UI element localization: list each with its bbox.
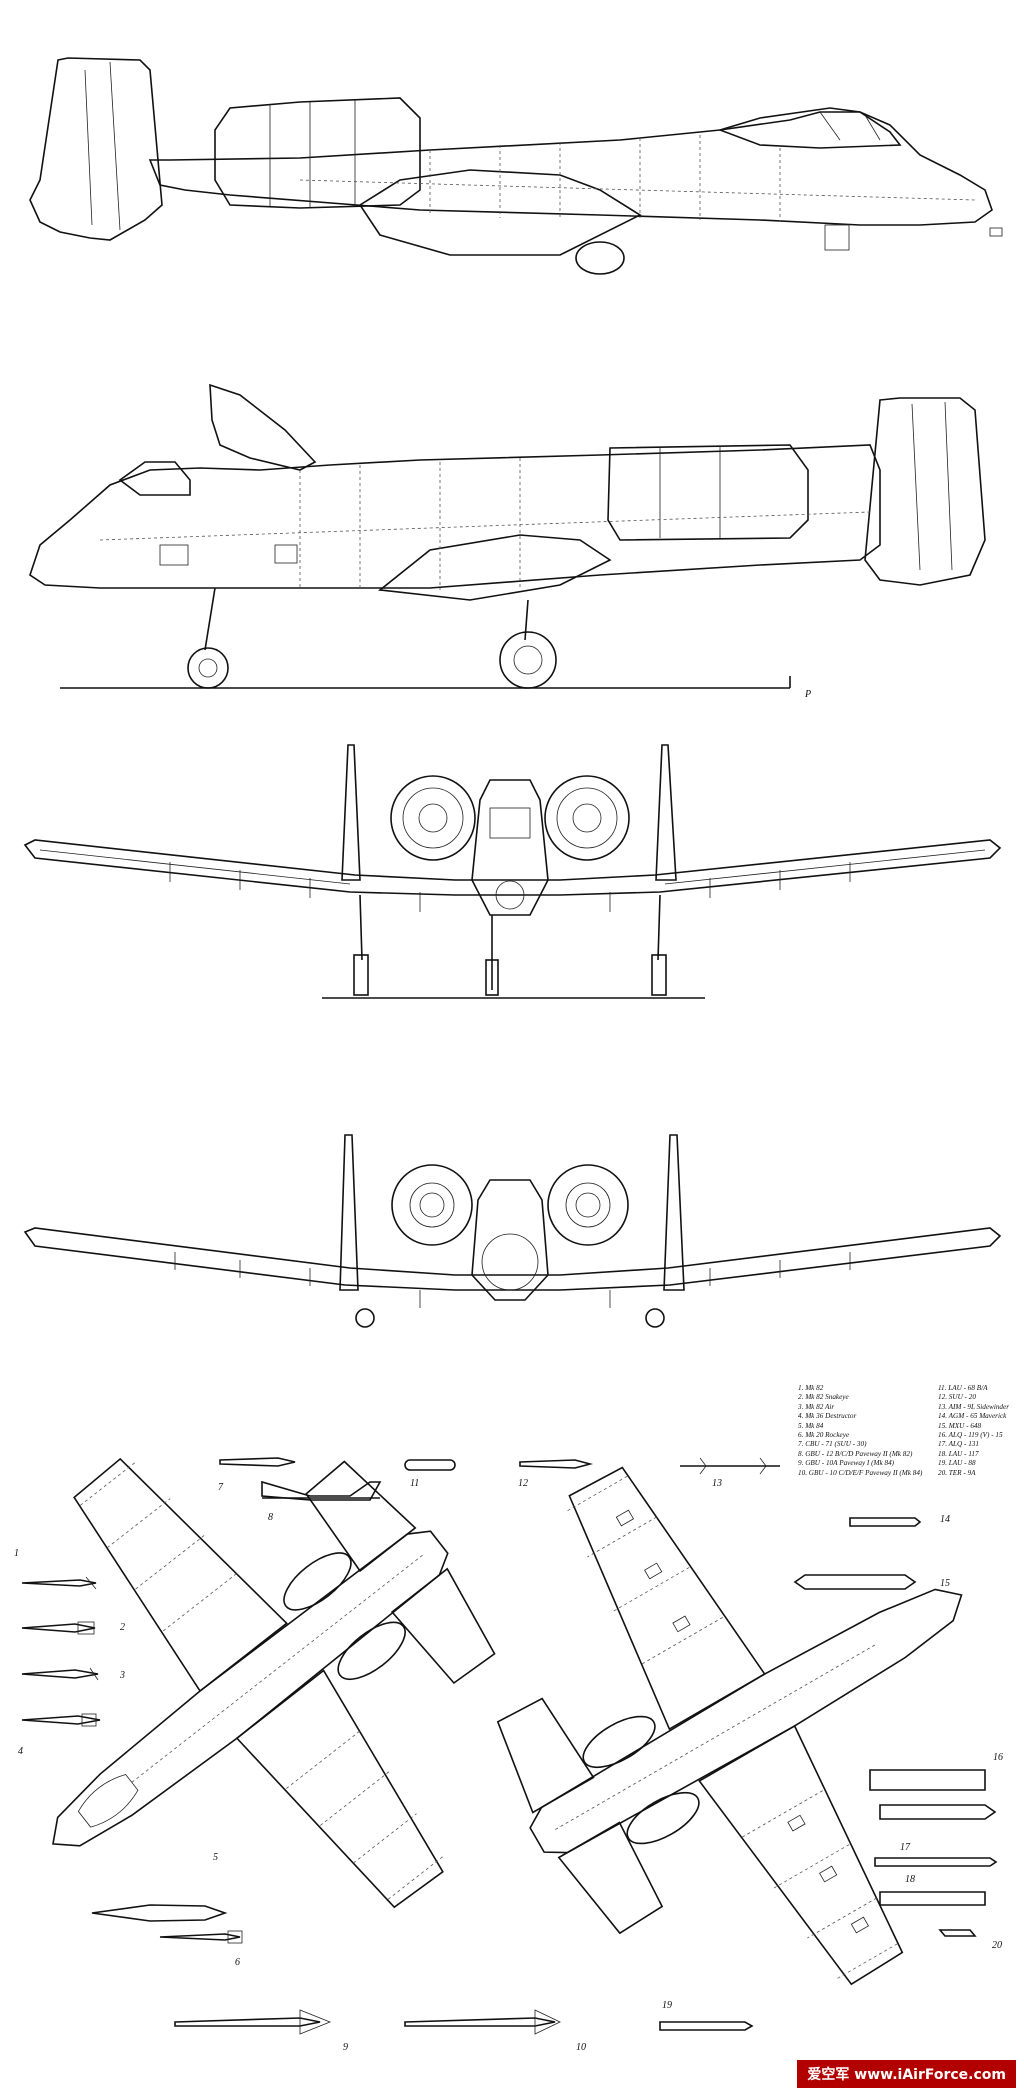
legend-item: 18. LAU - 117: [938, 1449, 979, 1458]
legend-item: 2. Mk 82 Snakeye: [798, 1393, 849, 1402]
legend-col-left: 1. Mk 82 2. Mk 82 Snakeye 3. Mk 82 Air 4…: [798, 1384, 938, 1478]
callout-4: 4: [18, 1746, 23, 1757]
callout-18: 18: [905, 1874, 915, 1885]
callout-16: 16: [993, 1752, 1003, 1763]
callout-5: 5: [213, 1852, 218, 1863]
legend-item: 12. SUU - 20: [938, 1393, 976, 1402]
legend-item: 14. AGM - 65 Maverick: [938, 1412, 1007, 1421]
front-view: [23, 744, 1002, 999]
legend-item: 13. AIM - 9L Sidewinder: [938, 1402, 1010, 1411]
legend-item: 17. ALQ - 131: [938, 1440, 979, 1449]
legend-item: 1. Mk 82: [798, 1384, 824, 1392]
legend-item: 5. Mk 84: [798, 1421, 824, 1430]
legend-item: 15. MXU - 648: [938, 1421, 982, 1430]
legend-item: 11. LAU - 68 B/A: [938, 1384, 988, 1392]
stores: [21, 1457, 998, 2035]
callout-20: 20: [992, 1940, 1002, 1951]
callout-8: 8: [268, 1512, 273, 1523]
legend-item: 6. Mk 20 Rockeye: [798, 1431, 850, 1440]
callout-15: 15: [940, 1578, 950, 1589]
legend-item: 9. GBU - 10A Paveway I (Mk 84): [798, 1459, 895, 1468]
callout-17: 17: [900, 1842, 911, 1853]
side-view-left: [29, 383, 986, 689]
plan-view-top: [52, 1457, 496, 1909]
callout-1: 1: [14, 1548, 19, 1559]
callout-6: 6: [235, 1957, 240, 1968]
callout-11: 11: [410, 1478, 419, 1489]
callout-3: 3: [119, 1670, 125, 1681]
legend-item: 19. LAU - 88: [938, 1459, 976, 1468]
callout-12: 12: [518, 1478, 528, 1489]
callout-7: 7: [218, 1482, 224, 1493]
callout-13: 13: [712, 1478, 722, 1489]
legend-item: 8. GBU - 12 B/C/D Paveway II (Mk 82): [798, 1449, 913, 1458]
callout-14: 14: [940, 1514, 950, 1525]
callout-9: 9: [343, 2042, 348, 2053]
legend-item: 7. CBU - 71 (SUU - 30): [798, 1440, 867, 1449]
stores-legend: 1. Mk 82 2. Mk 82 Snakeye 3. Mk 82 Air 4…: [798, 1384, 1020, 1478]
callout-numbers: 1 2 3 4 5 6 7 8 9 10 11 12 13 14 15 16 1…: [14, 1478, 1003, 2053]
side-view-right: [29, 57, 1003, 275]
legend-item: 16. ALQ - 119 (V) - 15: [938, 1431, 1003, 1440]
callout-2: 2: [120, 1622, 125, 1633]
legend-col-right: 11. LAU - 68 B/A 12. SUU - 20 13. AIM - …: [938, 1384, 1020, 1478]
legend-item: 10. GBU - 10 C/D/E/F Paveway II (Mk 84): [798, 1468, 923, 1477]
ground-line-label: P: [804, 689, 811, 700]
legend-item: 3. Mk 82 Air: [798, 1402, 835, 1411]
callout-10: 10: [576, 2042, 586, 2053]
legend-item: 20. TER - 9A: [938, 1468, 976, 1477]
callout-19: 19: [662, 2000, 672, 2011]
legend-item: 4. Mk 36 Destructor: [798, 1412, 857, 1421]
plan-view-bottom: [496, 1466, 963, 1986]
site-watermark-link[interactable]: 爱空军 www.iAirForce.com: [797, 2060, 1016, 2088]
front-view-gear-up: [23, 1134, 1002, 1328]
